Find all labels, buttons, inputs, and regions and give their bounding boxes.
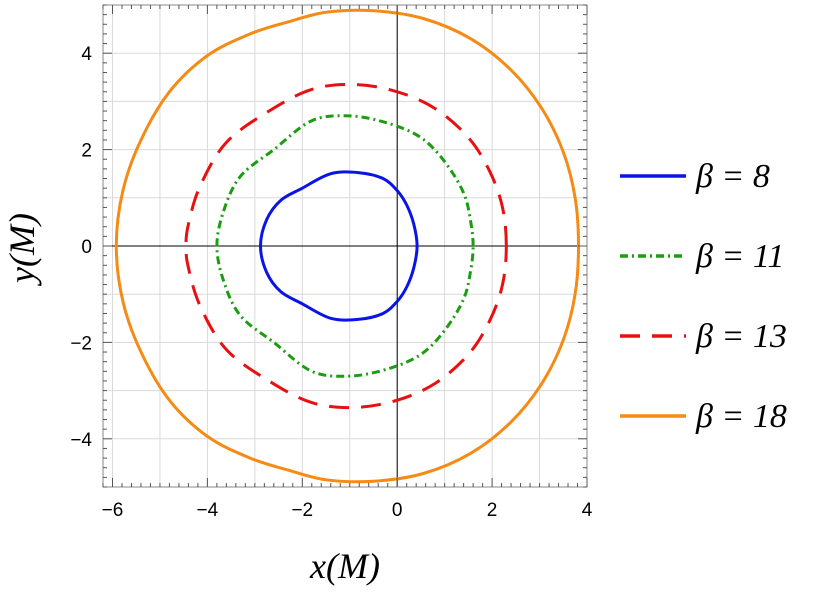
series-line-4 [114,8,580,484]
x-tick-label: −6 [102,500,124,521]
legend-label-4: β = 18 [695,398,787,435]
x-axis-label: x(M) [309,546,380,586]
series-line-1 [259,170,419,322]
legend-label-1: β = 8 [695,158,770,195]
legend-label-3: β = 13 [695,318,787,355]
x-tick-label: 0 [392,500,403,521]
x-tick-label: 2 [487,500,498,521]
x-tick-label: 4 [582,500,593,521]
y-tick-label: 4 [81,44,92,65]
axes [103,5,587,487]
y-tick-label: −4 [70,430,92,451]
tick-labels: −6 −4 −2 0 2 4 −4 −2 0 2 4 [70,44,592,521]
x-tick-label: −4 [197,500,219,521]
series-line-3 [184,82,508,410]
series-layer [114,8,580,484]
y-axis-label: y(M) [2,213,42,286]
legend-label-2: β = 11 [695,238,784,275]
legend: β = 8 β = 11 β = 13 β = 18 [620,158,787,435]
y-tick-label: −2 [70,333,92,354]
series-line-2 [215,114,475,378]
ticks [102,4,588,488]
y-tick-label: 2 [81,141,92,162]
x-tick-label: −2 [291,500,313,521]
y-tick-label: 0 [81,237,92,258]
